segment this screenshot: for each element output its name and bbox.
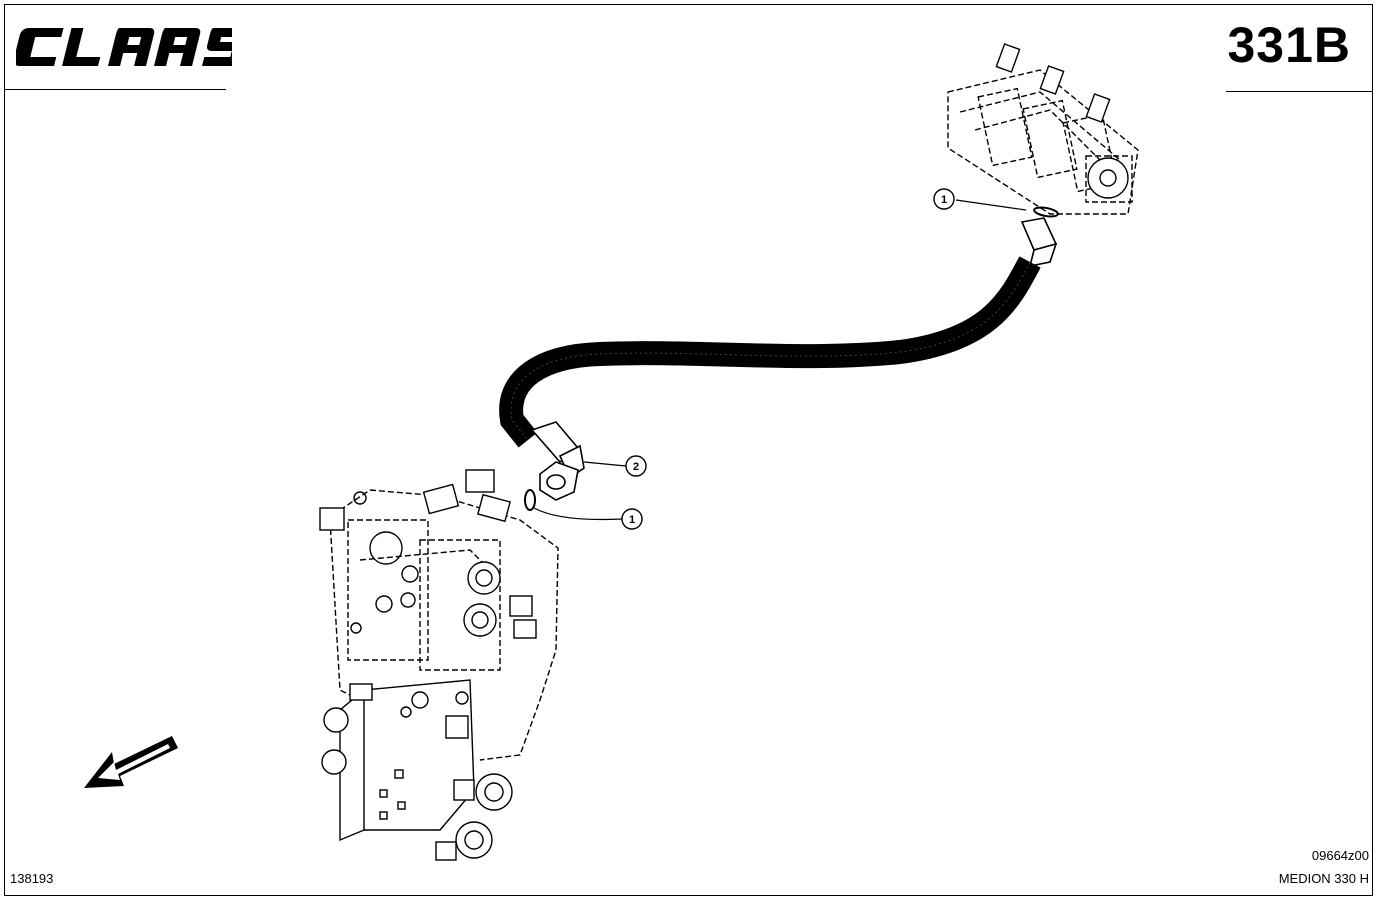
lower-valve-knobs — [319, 469, 537, 861]
callout-2-label: 2 — [633, 461, 639, 473]
top-o-ring — [1033, 206, 1059, 218]
page-code-underline — [1226, 91, 1373, 92]
page-code: 331B — [1227, 17, 1351, 73]
upper-valve-fittings — [995, 43, 1133, 203]
drawing-frame — [4, 4, 1373, 896]
lower-hose-fitting — [530, 421, 585, 501]
callout-1-bottom: 1 — [621, 508, 643, 530]
upper-hose-fitting — [1020, 217, 1058, 268]
logo-underline — [4, 89, 226, 90]
travel-direction-arrow-icon — [84, 736, 178, 788]
document-number: 138193 — [10, 871, 54, 886]
callout-1-top: 1 — [933, 188, 955, 210]
model-name: MEDION 330 H — [1278, 871, 1369, 886]
hydraulic-hose — [499, 256, 1041, 448]
callout-1-top-label: 1 — [941, 194, 947, 206]
callout-2: 2 — [625, 455, 647, 477]
claas-logo — [16, 28, 232, 66]
lower-o-ring — [524, 489, 536, 511]
upper-valve-block — [947, 69, 1139, 215]
callout-1-bottom-label: 1 — [629, 514, 635, 526]
callout-leaders — [533, 199, 1027, 521]
drawing-number: 09664z00 — [1311, 848, 1369, 863]
